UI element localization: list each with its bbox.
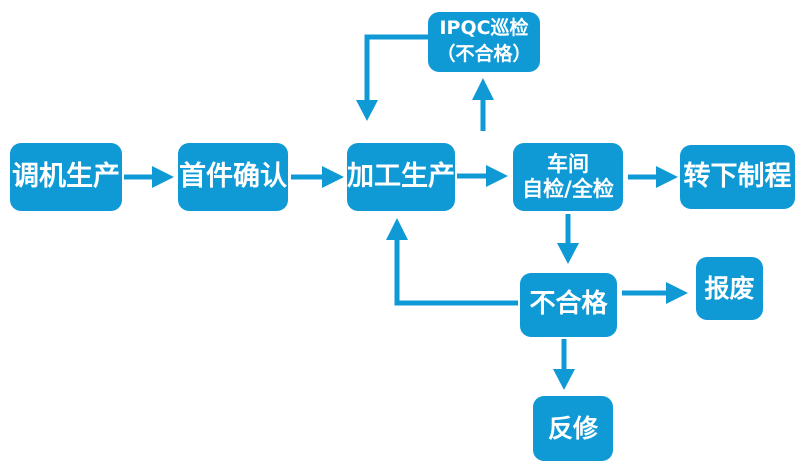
arrow-unqualified-to-rework [553,339,575,390]
node-machine-setup-production: 调机生产 [10,143,122,211]
node-rework: 反修 [533,396,613,461]
node-processing-production-label: 加工生产 [347,160,455,192]
node-processing-production: 加工生产 [347,143,455,211]
node-transfer-next-process: 转下制程 [680,145,795,209]
node-first-article-confirmation-label: 首件确认 [179,160,287,192]
arrow-unqualified-to-scrap [622,282,688,304]
arrow-unqualified-to-processing [386,218,518,306]
arrow-workshop-inspection-to-unqualified [557,214,579,264]
arrow-machine-setup-to-first-article [124,166,174,188]
node-unqualified-label: 不合格 [529,289,608,320]
arrow-processing-to-workshop-inspection [457,165,508,187]
node-ipqc-inspection-label-line2: （不合格） [436,43,532,65]
node-first-article-confirmation: 首件确认 [178,143,288,211]
arrow-workshop-inspection-to-next-process [628,166,678,188]
node-rework-label: 反修 [547,413,598,443]
node-machine-setup-production-label: 调机生产 [12,160,120,192]
node-ipqc-inspection: IPQC巡检 （不合格） [428,12,540,72]
node-scrap: 报废 [696,257,763,320]
node-workshop-self-full-inspection-label-line1: 车间 [547,151,589,176]
node-workshop-self-full-inspection-label-line2: 自检/全检 [522,177,614,201]
node-workshop-self-full-inspection: 车间 自检/全检 [513,143,623,211]
arrow-ipqc-to-processing [356,34,428,121]
arrow-first-article-to-processing [291,166,344,188]
arrow-processing-to-ipqc [472,78,494,131]
node-transfer-next-process-label: 转下制程 [683,160,792,192]
node-ipqc-inspection-label-line1: IPQC巡检 [439,17,529,40]
node-unqualified: 不合格 [520,273,617,337]
node-scrap-label: 报废 [704,273,755,303]
